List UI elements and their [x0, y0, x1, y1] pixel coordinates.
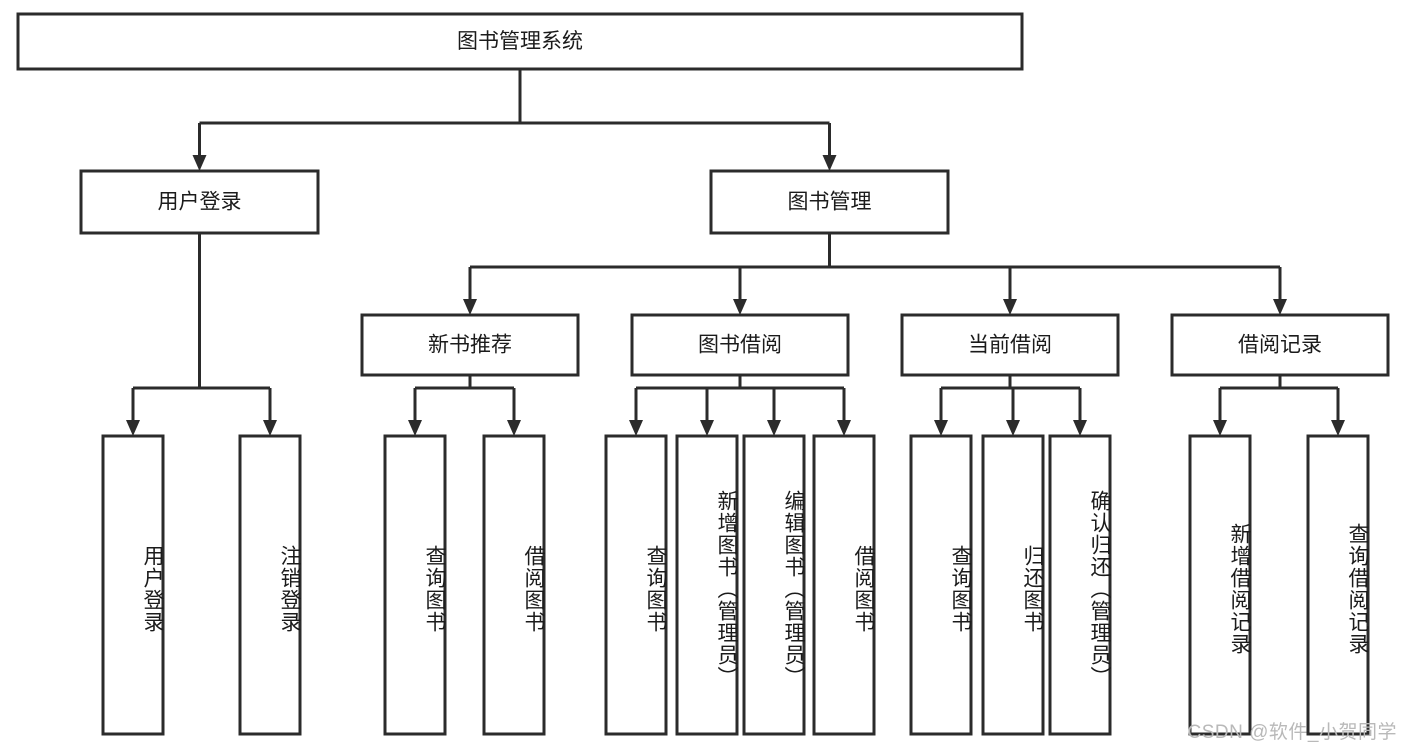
node-box	[981, 434, 1045, 736]
node-leaf-record-add[interactable]	[1188, 434, 1252, 736]
node-leaf-recommend-query-book[interactable]	[383, 434, 447, 736]
node-box	[1306, 434, 1370, 736]
node-user-login[interactable]: 用户登录	[79, 169, 320, 235]
node-box	[383, 434, 447, 736]
arrow-head-icon-book-manage-new-book-recommend	[463, 299, 477, 315]
node-box	[1188, 434, 1252, 736]
node-label: 图书借阅	[698, 334, 782, 357]
node-box	[709, 169, 950, 235]
node-label: 图书管理系统	[457, 30, 583, 53]
node-box	[238, 434, 302, 736]
node-book-manage[interactable]: 图书管理	[709, 169, 950, 235]
node-box	[675, 434, 739, 736]
node-box	[604, 434, 668, 736]
node-label: 借阅记录	[1238, 334, 1322, 357]
node-book-borrow[interactable]: 图书借阅	[630, 313, 850, 377]
node-box	[16, 12, 1024, 71]
node-label: 新书推荐	[428, 334, 512, 357]
node-box	[900, 313, 1120, 377]
node-leaf-user-login[interactable]	[101, 434, 165, 736]
arrow-head-icon-current-borrow-leaf-current-return-book	[1006, 420, 1020, 436]
arrow-head-icon-current-borrow-leaf-current-query-book	[934, 420, 948, 436]
node-leaf-borrow-add-book[interactable]	[675, 434, 739, 736]
arrow-head-icon-book-borrow-leaf-borrow-query-book	[629, 420, 643, 436]
node-leaf-record-query[interactable]	[1306, 434, 1370, 736]
arrow-head-icon-book-manage-book-borrow	[733, 299, 747, 315]
node-root[interactable]: 图书管理系统	[16, 12, 1024, 71]
node-box	[1170, 313, 1390, 377]
arrow-head-icon-current-borrow-leaf-current-confirm-return	[1073, 420, 1087, 436]
arrow-head-icon-new-book-recommend-leaf-recommend-borrow-book	[507, 420, 521, 436]
node-box	[1048, 434, 1112, 736]
watermark-text: CSDN @软件_小贺同学	[1187, 722, 1397, 743]
node-box	[101, 434, 165, 736]
arrow-head-icon-book-manage-borrow-record	[1273, 299, 1287, 315]
node-label: 用户登录	[158, 191, 242, 214]
arrow-head-icon-book-manage-current-borrow	[1003, 299, 1017, 315]
node-leaf-borrow-borrow-book[interactable]	[812, 434, 876, 736]
arrow-head-icon-user-login-leaf-user-logout	[263, 420, 277, 436]
node-leaf-current-confirm-return[interactable]	[1048, 434, 1112, 736]
node-current-borrow[interactable]: 当前借阅	[900, 313, 1120, 377]
arrow-head-icon-root-user-login	[192, 155, 207, 171]
arrow-head-icon-borrow-record-leaf-record-query	[1331, 420, 1345, 436]
node-label: 图书管理	[788, 191, 872, 214]
node-label: 当前借阅	[968, 334, 1052, 357]
node-box	[360, 313, 580, 377]
node-leaf-borrow-query-book[interactable]	[604, 434, 668, 736]
node-leaf-borrow-edit-book[interactable]	[742, 434, 806, 736]
node-box	[79, 169, 320, 235]
node-leaf-recommend-borrow-book[interactable]	[482, 434, 546, 736]
node-box	[482, 434, 546, 736]
node-borrow-record[interactable]: 借阅记录	[1170, 313, 1390, 377]
node-new-book-recommend[interactable]: 新书推荐	[360, 313, 580, 377]
node-leaf-current-return-book[interactable]	[981, 434, 1045, 736]
arrow-head-icon-borrow-record-leaf-record-add	[1213, 420, 1227, 436]
arrow-head-icon-root-book-manage	[822, 155, 837, 171]
arrow-head-icon-book-borrow-leaf-borrow-add-book	[700, 420, 714, 436]
node-leaf-current-query-book[interactable]	[909, 434, 973, 736]
node-box	[812, 434, 876, 736]
arrow-head-icon-book-borrow-leaf-borrow-edit-book	[767, 420, 781, 436]
arrow-head-icon-new-book-recommend-leaf-recommend-query-book	[408, 420, 422, 436]
node-box	[630, 313, 850, 377]
node-box	[742, 434, 806, 736]
arrow-head-icon-user-login-leaf-user-login	[126, 420, 140, 436]
connectors-layer	[126, 69, 1345, 436]
node-leaf-user-logout[interactable]	[238, 434, 302, 736]
arrow-head-icon-book-borrow-leaf-borrow-borrow-book	[837, 420, 851, 436]
node-box	[909, 434, 973, 736]
